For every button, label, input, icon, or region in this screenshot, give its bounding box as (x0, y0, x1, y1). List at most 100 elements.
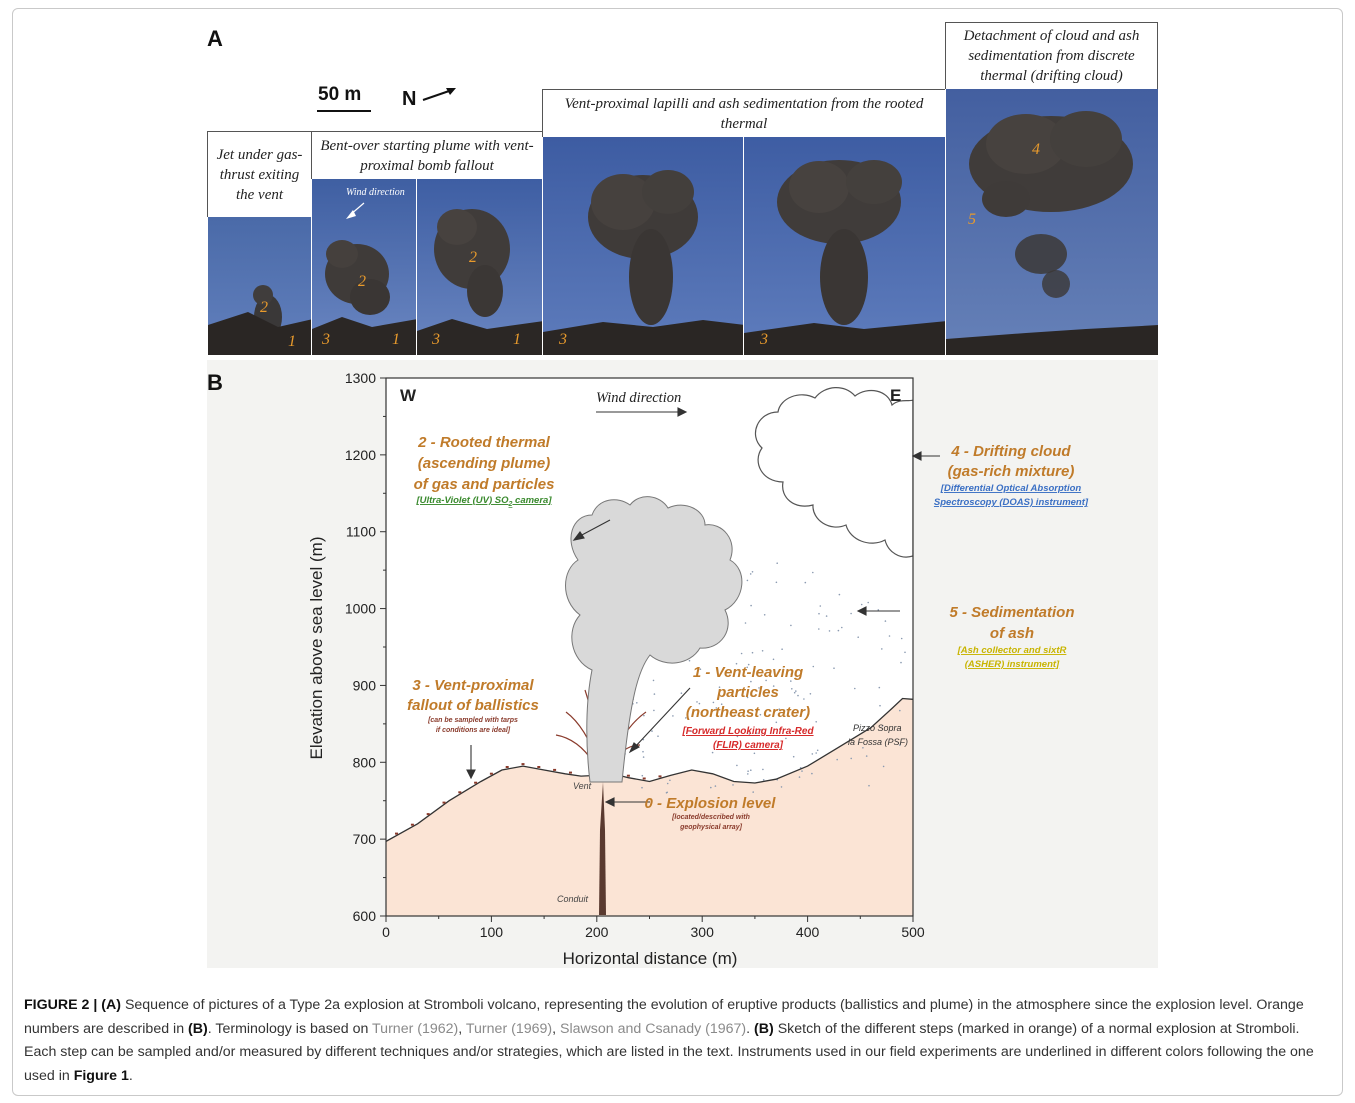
label-line: fallout of ballistics (407, 697, 539, 714)
ash-dot (865, 755, 868, 757)
label-explosion-level: 0 - Explosion level (645, 795, 777, 812)
ash-dot (882, 765, 885, 768)
ash-dot (762, 779, 765, 781)
caption-end: . (128, 1067, 133, 1084)
label-rooted-thermal: 2 - Rooted thermal (ascending plume) of … (414, 434, 555, 493)
x-tick-label: 500 (901, 924, 925, 940)
citation-link[interactable]: Turner (1969) (465, 1020, 553, 1037)
ash-dot (884, 620, 887, 622)
ash-dot (657, 735, 659, 737)
y-axis-label: Elevation above sea level (m) (307, 536, 326, 759)
ash-dot (790, 624, 792, 627)
scale-bar-label: 50 m (318, 84, 362, 105)
ballistic-deposit (410, 823, 414, 826)
ash-dot (666, 791, 668, 794)
ash-dot (732, 784, 734, 786)
ash-dot (669, 779, 671, 782)
ash-dot (841, 626, 843, 629)
uv-sub: 2 (508, 501, 513, 508)
wind-direction-note: Wind direction (346, 187, 405, 198)
ash-dot (653, 693, 656, 695)
doas-label: [Differential Optical Absorption Spectro… (934, 483, 1089, 508)
citation-link[interactable]: Turner (1962) (372, 1020, 459, 1037)
ash-dot (899, 709, 901, 712)
ash-dot (776, 562, 778, 564)
ash-dot (904, 651, 906, 654)
photo-number: 2 (469, 249, 477, 266)
panel-b-letter: B (207, 370, 223, 395)
ash-dot (666, 782, 669, 785)
figure-caption: FIGURE 2 | (A) Sequence of pictures of a… (24, 994, 1334, 1088)
ballistic-deposit (521, 763, 525, 766)
ash-dot (718, 733, 721, 735)
ash-dot (854, 687, 856, 690)
ash-dot (718, 686, 721, 688)
label-vent-leaving: 1 - Vent-leaving particles (northeast cr… (686, 664, 810, 721)
ash-dot (775, 581, 778, 584)
ash-dot (714, 785, 717, 787)
ash-dot (636, 702, 638, 704)
ash-dot (747, 770, 749, 772)
ash-dot (765, 679, 767, 682)
y-tick-label: 800 (353, 754, 377, 770)
ballistic-deposit (458, 791, 462, 794)
label-line: 3 - Vent-proximal (412, 677, 534, 694)
ash-dot (868, 784, 870, 787)
photo-rooted-thermal-1: 3 (542, 137, 744, 355)
uv-text: [Ultra-Violet (UV) SO (415, 495, 509, 506)
ash-dot (818, 612, 820, 615)
caption-detachment: Detachment of cloud and ash sedimentatio… (945, 22, 1158, 90)
photo-number: 1 (288, 333, 296, 350)
ash-dot (746, 666, 748, 669)
ash-dot (819, 605, 822, 607)
citation-link[interactable]: Slawson and Csanady (1967) (560, 1020, 747, 1037)
ash-dot (652, 679, 655, 682)
west-label: W (400, 386, 417, 405)
terrain-fill (386, 698, 913, 916)
caption-figure-label: FIGURE 2 | (24, 997, 102, 1013)
x-tick-label: 400 (796, 924, 820, 940)
ash-dot (825, 615, 828, 617)
x-tick-label: 0 (382, 924, 390, 940)
north-label: N (402, 88, 417, 110)
ash-dot (685, 717, 687, 719)
ash-dot (878, 686, 881, 689)
caption-sep: . (746, 1020, 755, 1037)
ash-dot (850, 612, 852, 615)
ballistic-deposit (626, 774, 630, 777)
ash-dot (761, 650, 764, 652)
uv-end: camera] (512, 495, 552, 506)
figure-1-link[interactable]: Figure 1 (73, 1067, 129, 1084)
ash-dot (715, 707, 718, 709)
ash-dot (879, 704, 881, 707)
ash-dot (778, 708, 781, 710)
y-tick-label: 900 (353, 677, 377, 693)
ash-dot (811, 772, 813, 775)
ash-dot (698, 702, 701, 705)
ash-dot (881, 648, 883, 650)
x-tick-label: 200 (585, 924, 609, 940)
uv-camera-label: [Ultra-Violet (UV) SO2 camera] (415, 495, 552, 508)
ash-dot (816, 749, 819, 752)
ballistic-deposit (442, 801, 446, 804)
ash-dot (750, 604, 752, 607)
ash-dot (699, 668, 702, 670)
ash-dot (710, 786, 712, 789)
label-line: 4 - Drifting cloud (950, 443, 1071, 460)
ash-dot (752, 791, 754, 793)
ash-dot (860, 603, 863, 606)
drifting-cloud (754, 387, 913, 558)
photo-bent-over-2: 3 2 1 (416, 179, 543, 355)
ballistic-deposit (658, 775, 662, 778)
photo-jet: 2 1 (207, 217, 312, 355)
ash-dot (782, 668, 785, 671)
photo-drifting-cloud: 4 5 (945, 89, 1158, 355)
ash-dot (641, 774, 644, 777)
ash-dot (818, 628, 820, 630)
ash-dot (749, 573, 752, 575)
ash-dot (781, 648, 783, 650)
asher-line: [Ash collector and sixtR (957, 645, 1067, 656)
asher-label: [Ash collector and sixtR (ASHER) instrum… (957, 645, 1067, 670)
ash-dot (763, 614, 766, 616)
